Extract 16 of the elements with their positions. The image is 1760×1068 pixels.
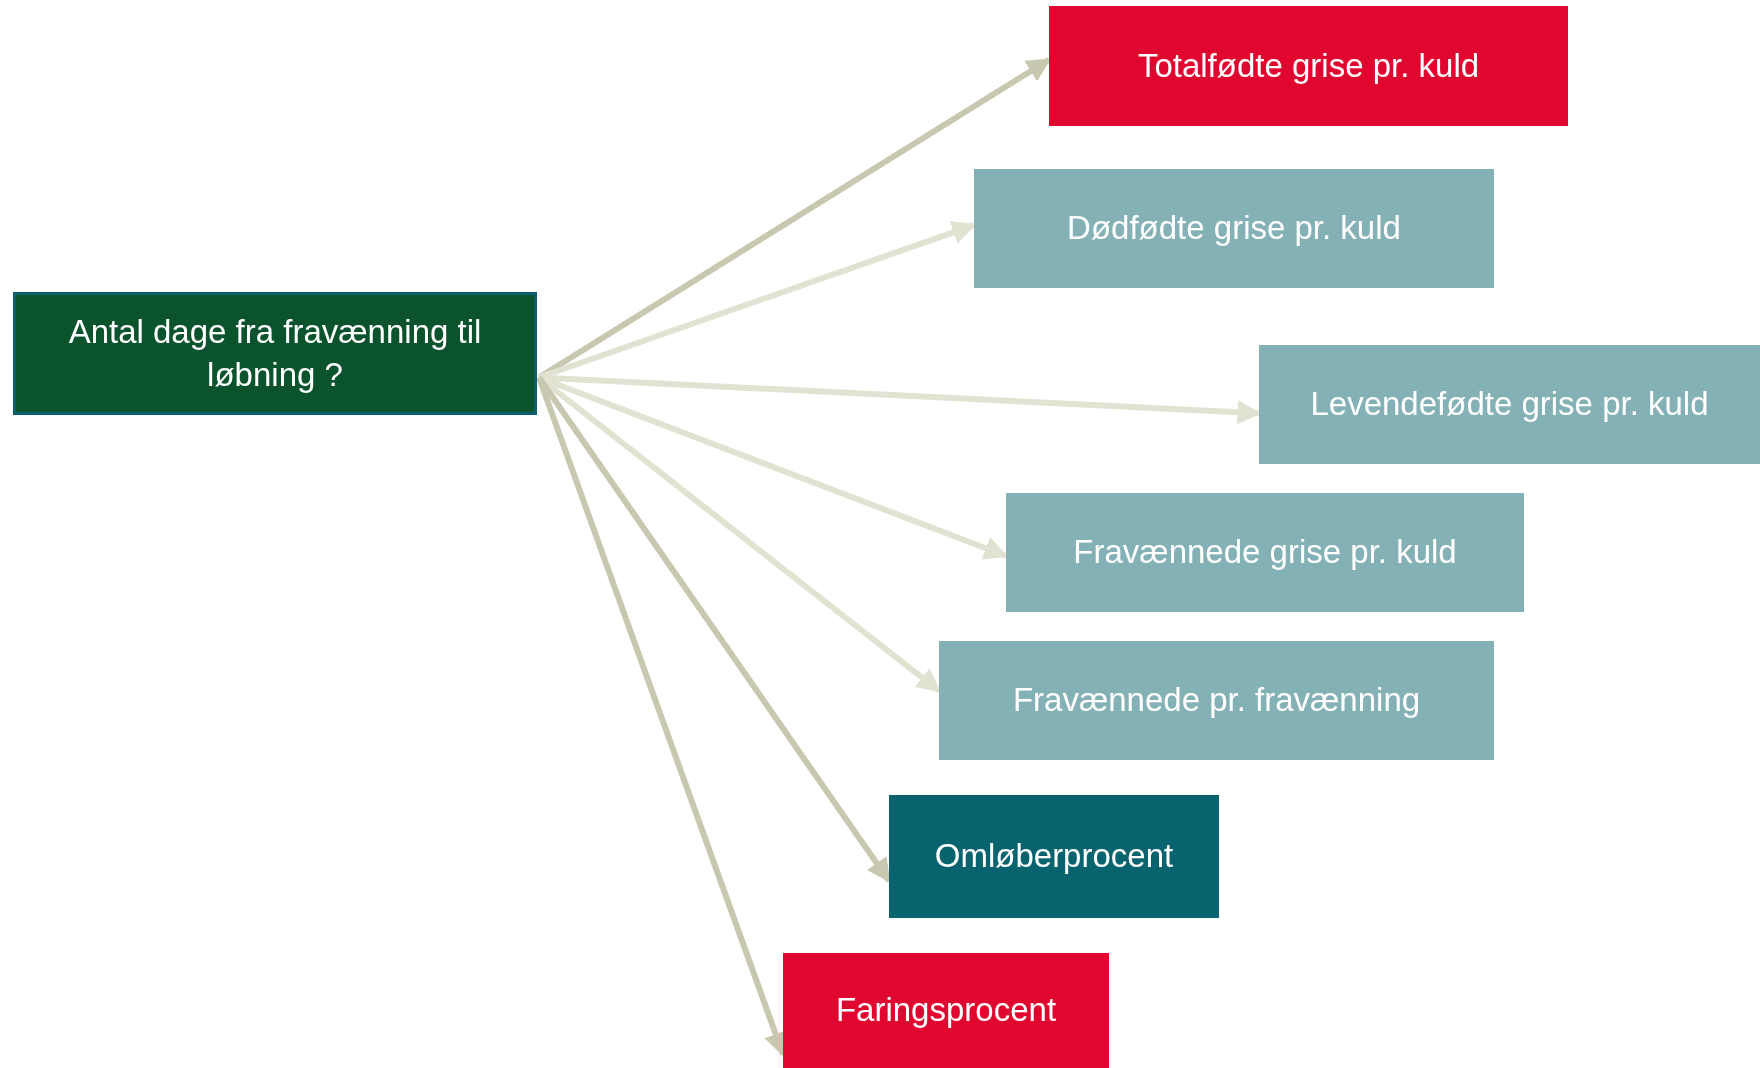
- process-box: [13, 292, 537, 415]
- box-label: Fravænnede pr. fravænning: [1012, 680, 1421, 721]
- box-label: Levendefødte grise pr. kuld: [1310, 384, 1709, 425]
- process-box: [889, 795, 1219, 918]
- box-label: Antal dage fra fravænning til løbning ?: [67, 311, 483, 395]
- process-box: [939, 641, 1494, 760]
- box-label: Fravænnede grise pr. kuld: [1073, 532, 1457, 573]
- process-box: [1259, 345, 1760, 464]
- process-box: [1006, 493, 1524, 612]
- process-box: [1049, 6, 1568, 126]
- box-label: Faringsprocent: [835, 990, 1057, 1031]
- process-box: [974, 169, 1494, 288]
- box-label: Totalfødte grise pr. kuld: [1137, 45, 1480, 86]
- box-label: Dødfødte grise pr. kuld: [1067, 208, 1401, 249]
- box-label: Omløberprocent: [934, 836, 1174, 877]
- process-box: [783, 953, 1109, 1068]
